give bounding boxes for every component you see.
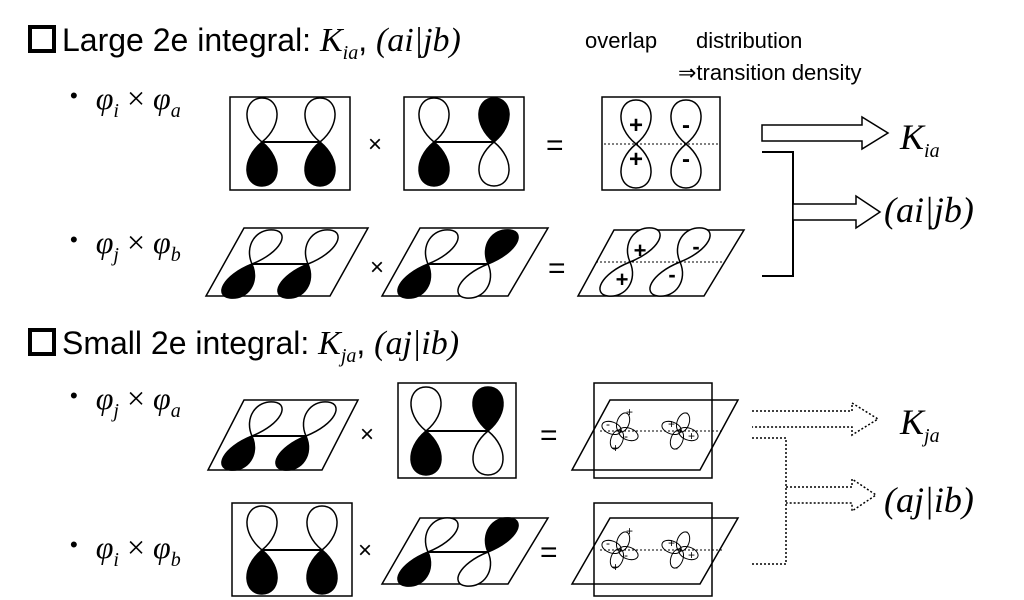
- minus-sign: -: [682, 112, 690, 139]
- arrow-to-k-ia: [761, 115, 890, 151]
- times-operator: ×: [360, 421, 374, 448]
- k-ja-result: Kja: [900, 402, 940, 447]
- orbital-phi-a: [418, 97, 510, 187]
- plus-sign: +: [629, 146, 643, 173]
- bullet-phi-j-phi-b: •φj × φb: [70, 224, 181, 266]
- orbital-phi-i-2: [246, 505, 338, 595]
- k-ia-result: Kia: [900, 117, 940, 162]
- distribution-note: distribution: [696, 28, 803, 53]
- times-operator: ×: [370, 254, 384, 281]
- panel-phi-j-2: [206, 399, 360, 471]
- bracket-row1-row2: [762, 151, 794, 277]
- minus-sign: -: [668, 262, 675, 287]
- aj-ib-result: (aj|ib): [884, 480, 974, 520]
- panel-phi-a: [403, 96, 525, 191]
- panel-overlap-ia: [601, 96, 721, 191]
- minus-sign: -: [684, 524, 688, 538]
- dotted-arrow-to-k-ja: [752, 401, 880, 437]
- times-operator: ×: [368, 131, 382, 158]
- panel-phi-i-2: [231, 502, 353, 597]
- plus-sign: +: [626, 405, 633, 419]
- equals-operator: =: [540, 419, 558, 452]
- orbital-phi-i: [246, 97, 336, 187]
- orbital-phi-a-2: [410, 386, 504, 476]
- equals-operator: =: [546, 129, 564, 162]
- square-bullet-icon: [28, 25, 56, 53]
- times-operator: ×: [358, 537, 372, 564]
- panel-phi-j: [204, 227, 370, 297]
- panel-transition-ib: + - - + - + + -: [570, 502, 740, 597]
- minus-sign: -: [684, 405, 688, 419]
- bullet-phi-i-phi-b: •φi × φb: [70, 529, 181, 571]
- arrow-to-ai-jb: [792, 194, 882, 230]
- k-ia-symbol: Kia: [319, 22, 359, 65]
- overlap-density-ia: + - + -: [604, 99, 718, 189]
- minus-sign: -: [674, 441, 678, 455]
- plus-sign: +: [668, 536, 675, 550]
- plus-sign: +: [634, 238, 647, 263]
- minus-sign: -: [682, 146, 690, 173]
- minus-sign: -: [606, 417, 610, 431]
- overlap-density-jb: + - + -: [596, 227, 724, 297]
- plus-sign: +: [626, 524, 633, 538]
- panel-phi-i: [229, 96, 351, 191]
- k-ja-symbol: Kja: [318, 325, 357, 368]
- equals-operator: =: [548, 252, 566, 285]
- panel-phi-b: [380, 227, 550, 297]
- dotted-bracket-row3-row4: [752, 437, 787, 565]
- equals-operator: =: [540, 536, 558, 569]
- plus-sign: +: [668, 417, 675, 431]
- minus-sign: -: [624, 429, 628, 443]
- panel-phi-a-2: [397, 382, 517, 479]
- plus-sign: +: [612, 441, 619, 455]
- square-bullet-icon: [28, 328, 56, 356]
- plus-sign: +: [629, 112, 643, 139]
- ai-jb-symbol: (ai|jb): [375, 22, 461, 59]
- plus-sign: +: [688, 548, 695, 562]
- plus-sign: +: [616, 267, 629, 292]
- large-integral-heading: Large 2e integral: Kia, (ai|jb): [28, 22, 461, 71]
- minus-sign: -: [624, 548, 628, 562]
- orbital-phi-b: [397, 229, 519, 299]
- bullet-phi-i-phi-a: •φi × φa: [70, 80, 181, 122]
- aj-ib-symbol: (aj|ib): [374, 325, 460, 362]
- minus-sign: -: [674, 560, 678, 574]
- dotted-arrow-to-aj-ib: [786, 477, 878, 513]
- bullet-phi-j-phi-a: •φj × φa: [70, 380, 181, 422]
- small-integral-heading: Small 2e integral: Kja, (aj|ib): [28, 325, 459, 374]
- ai-jb-result: (ai|jb): [884, 190, 974, 230]
- plus-sign: +: [688, 429, 695, 443]
- overlap-note: overlap: [585, 28, 658, 53]
- orbital-phi-j-2: [221, 401, 337, 471]
- orbital-phi-b-2: [397, 517, 519, 587]
- plus-sign: +: [612, 560, 619, 574]
- panel-transition-ja: + - - + - + + -: [570, 382, 740, 479]
- minus-sign: -: [692, 234, 699, 259]
- transition-density-note: ⇒transition density: [678, 60, 862, 85]
- minus-sign: -: [606, 536, 610, 550]
- orbital-phi-j: [221, 229, 339, 299]
